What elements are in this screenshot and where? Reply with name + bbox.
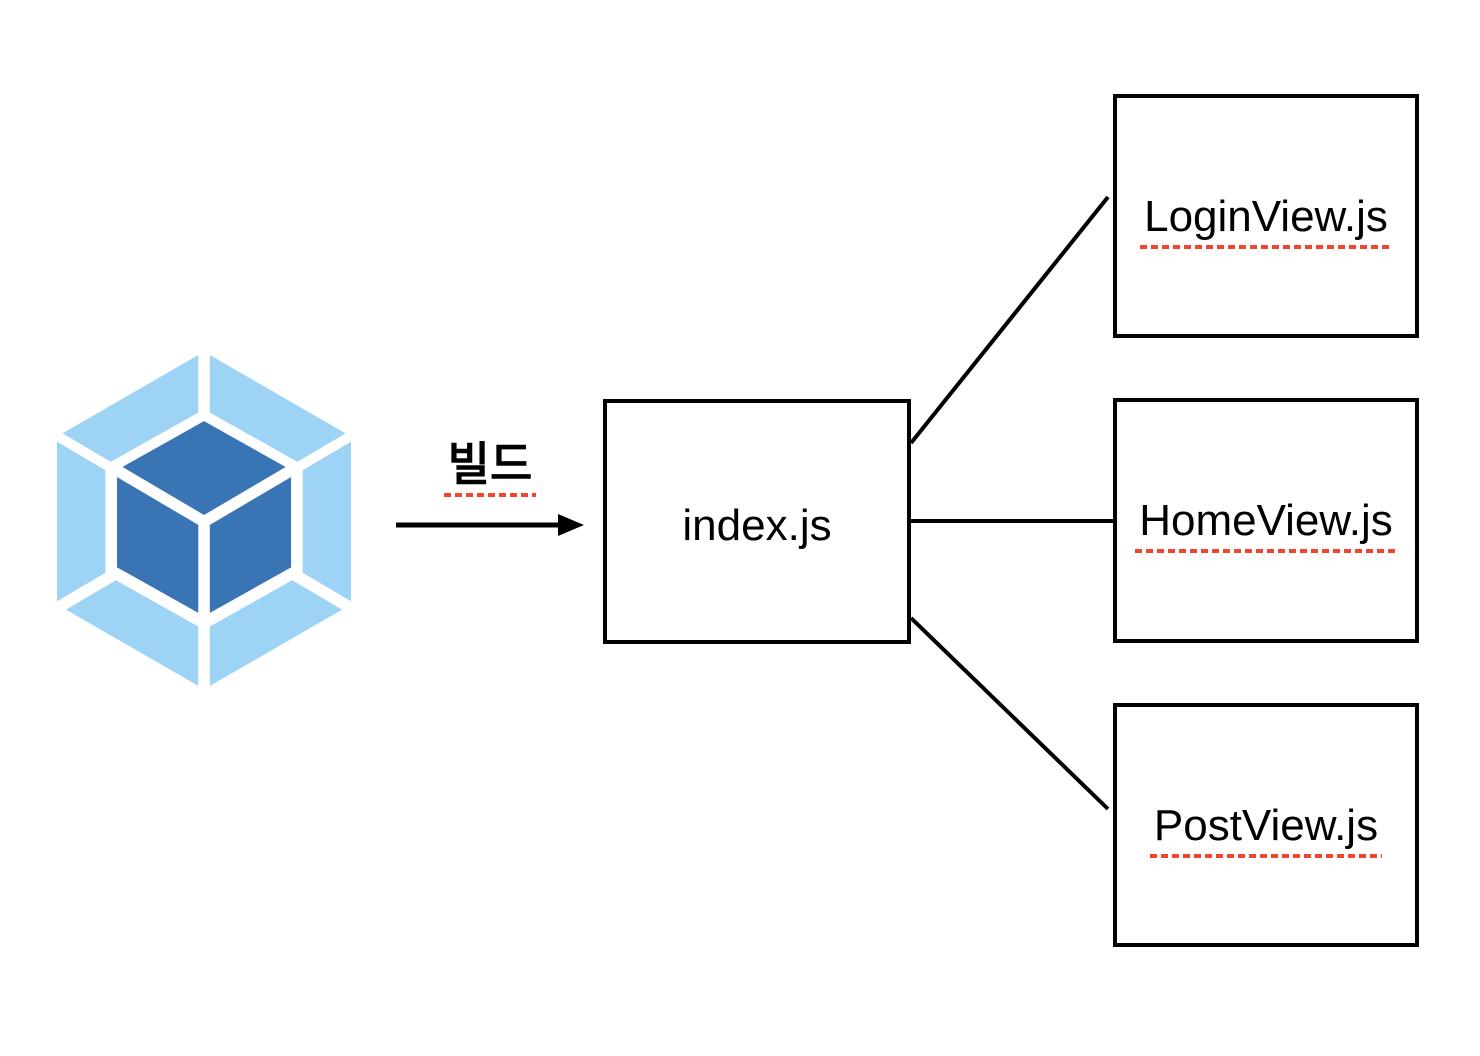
node-postview-js-label: PostView.js [1149, 800, 1383, 858]
build-label-text: 빌드 [443, 438, 537, 497]
connector-postview [909, 616, 1110, 811]
connector-loginview [909, 195, 1110, 445]
node-homeview-js-label: HomeView.js [1135, 496, 1397, 553]
webpack-logo-icon [57, 355, 351, 686]
build-label: 빌드 [392, 428, 588, 497]
node-loginview-js-label: LoginView.js [1140, 191, 1392, 249]
webpack-logo-cube [117, 421, 292, 613]
node-homeview-js: HomeView.js [1113, 398, 1419, 643]
node-index-js: index.js [603, 399, 911, 644]
node-loginview-js: LoginView.js [1113, 94, 1419, 338]
node-postview-js: PostView.js [1113, 703, 1419, 947]
build-arrow-head-icon [558, 514, 584, 536]
webpack-logo-outer-facets [57, 355, 351, 686]
node-index-js-label: index.js [682, 500, 832, 550]
